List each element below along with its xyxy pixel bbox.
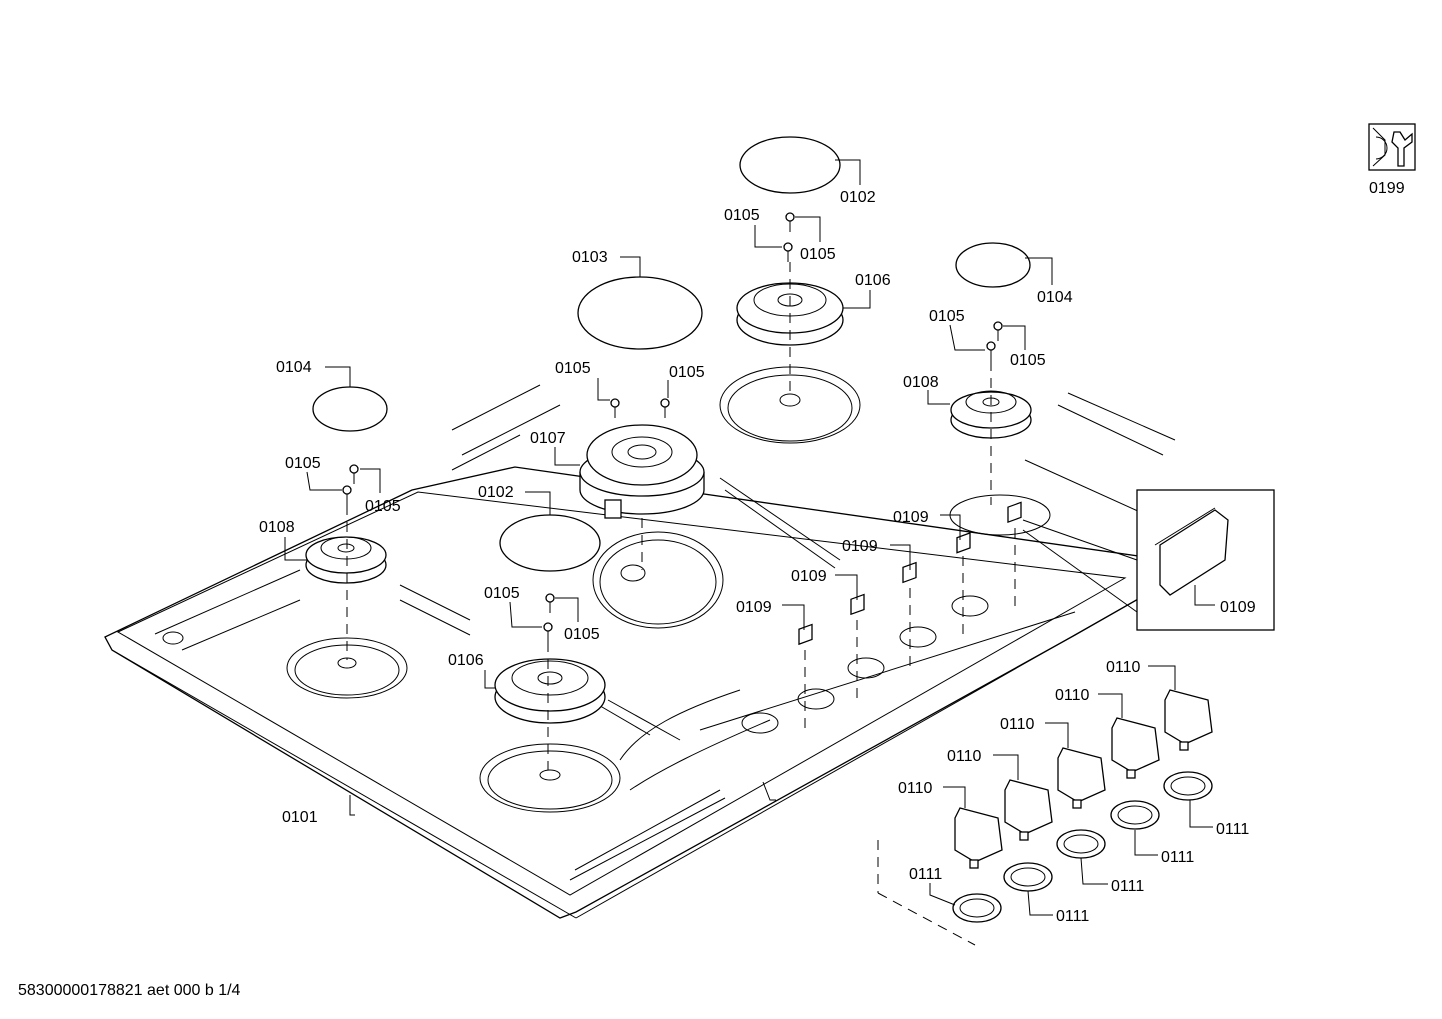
label-0109-5: 0109 [1220, 599, 1256, 616]
label-0105-1: 0105 [724, 207, 760, 224]
burner-cap-0104-right [955, 242, 1031, 288]
label-0109-1: 0109 [893, 509, 929, 526]
label-0108-left: 0108 [259, 519, 295, 536]
part-labels: 0101 0102 0103 0104 0104 0102 0105 0105 … [259, 180, 1405, 925]
label-0110-1: 0110 [1106, 659, 1141, 676]
clips-0109 [798, 501, 1022, 646]
control-knobs-0110 [954, 689, 1213, 869]
label-0103: 0103 [572, 249, 608, 266]
wrench-service-icon [1368, 123, 1416, 171]
label-0105-4: 0105 [1010, 352, 1046, 369]
label-0110-4: 0110 [947, 748, 982, 765]
label-0111-1: 0111 [1216, 821, 1249, 838]
label-0111-3: 0111 [1111, 878, 1144, 895]
label-0104-right: 0104 [1037, 289, 1073, 306]
label-0110-2: 0110 [1055, 687, 1090, 704]
burner-cap-0102-mid [499, 514, 601, 572]
label-0111-5: 0111 [909, 866, 942, 883]
label-0105-10: 0105 [564, 626, 600, 643]
burner-0107-center [579, 424, 705, 519]
detail-inset-0109 [1022, 489, 1275, 631]
label-0199: 0199 [1369, 180, 1405, 197]
leader-lines [284, 159, 1215, 916]
label-0105-7: 0105 [285, 455, 321, 472]
screws-0105 [342, 212, 1003, 642]
burner-0106-bottom [494, 658, 606, 724]
label-0105-8: 0105 [365, 498, 401, 515]
label-0105-2: 0105 [800, 246, 836, 263]
label-0102-top: 0102 [840, 189, 876, 206]
label-0102-mid: 0102 [478, 484, 514, 501]
label-0109-2: 0109 [842, 538, 878, 555]
label-0104-left: 0104 [276, 359, 312, 376]
burner-cap-0103 [577, 276, 703, 350]
label-0110-5: 0110 [898, 780, 933, 797]
label-0101: 0101 [282, 809, 318, 826]
burner-cap-0104-left [312, 386, 388, 432]
label-0105-5: 0105 [555, 360, 591, 377]
label-0110-3: 0110 [1000, 716, 1035, 733]
label-0106-top: 0106 [855, 272, 891, 289]
footer-document-id: 58300000178821 aet 000 b 1/4 [18, 982, 241, 999]
label-0106-bottom: 0106 [448, 652, 484, 669]
label-0105-6: 0105 [669, 364, 705, 381]
label-0111-2: 0111 [1161, 849, 1194, 866]
label-0108-right: 0108 [903, 374, 939, 391]
burner-cap-0102-top [739, 136, 841, 194]
label-0109-3: 0109 [791, 568, 827, 585]
label-0107: 0107 [530, 430, 566, 447]
burner-0108-left [305, 536, 387, 584]
label-0105-3: 0105 [929, 308, 965, 325]
label-0111-4: 0111 [1056, 908, 1089, 925]
assembly-dashed-lines [346, 262, 1016, 946]
label-0105-9: 0105 [484, 585, 520, 602]
label-0109-4: 0109 [736, 599, 772, 616]
